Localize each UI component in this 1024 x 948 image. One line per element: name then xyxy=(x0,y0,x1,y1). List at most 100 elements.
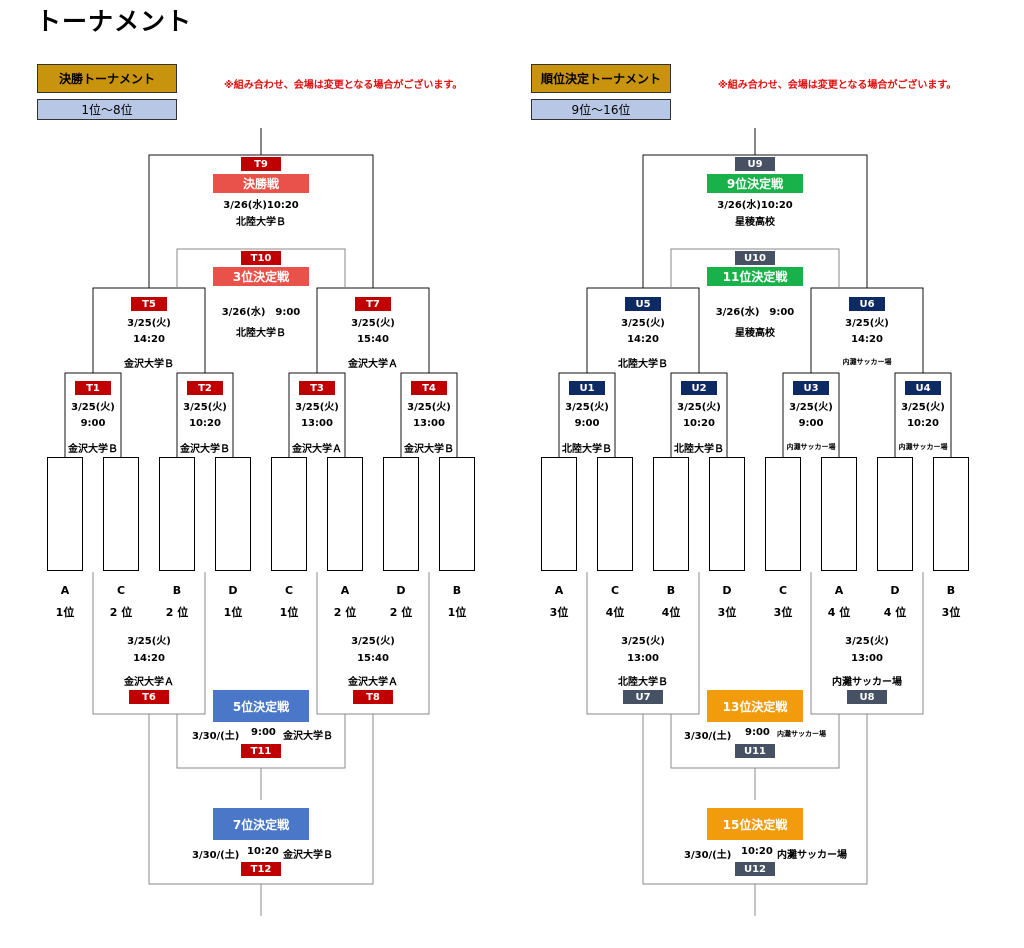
match-venue: 北陸大学Ｂ xyxy=(562,444,612,455)
match-venue: 内灘サッカー場 xyxy=(786,443,836,451)
match-badge: U7 xyxy=(623,690,663,704)
bracket-header: 順位決定トーナメント xyxy=(531,64,671,93)
match-venue: 金沢大学Ａ xyxy=(292,444,342,455)
match-venue: 内灘サッカー場 xyxy=(777,850,847,861)
match-date: 3/26(水) 9:00 xyxy=(715,307,795,318)
seed-group: D xyxy=(890,584,900,597)
team-slot xyxy=(383,457,419,571)
seed-rank: 3位 xyxy=(941,606,961,619)
match-date: 3/25(火) xyxy=(565,402,609,413)
match-badge: T12 xyxy=(241,862,281,876)
match-badge: U1 xyxy=(569,381,605,395)
team-slot xyxy=(765,457,801,571)
match-venue: 北陸大学Ｂ xyxy=(618,677,668,688)
match-date: 3/25(火) xyxy=(71,402,115,413)
match-date: 3/25(火) xyxy=(789,402,833,413)
seed-group: D xyxy=(396,584,406,597)
match-badge: T6 xyxy=(129,690,169,704)
match-date: 3/25(火) xyxy=(845,636,889,647)
seed-group: B xyxy=(666,584,676,597)
seed-group: A xyxy=(60,584,70,597)
place7-label: 15位決定戦 xyxy=(707,808,803,840)
match-venue: 北陸大学Ｂ xyxy=(236,217,286,228)
match-venue: 内灘サッカー場 xyxy=(832,677,902,688)
match-venue: 金沢大学Ｂ xyxy=(283,850,333,861)
final-label: 9位決定戦 xyxy=(707,174,803,193)
seed-group: C xyxy=(116,584,126,597)
seed-rank: 1位 xyxy=(223,606,243,619)
team-slot xyxy=(215,457,251,571)
third-place-label: 3位決定戦 xyxy=(213,267,309,286)
match-date: 3/25(火) xyxy=(351,636,395,647)
match-venue: 北陸大学Ｂ xyxy=(236,328,286,339)
match-date: 3/30/(土) xyxy=(192,850,240,861)
match-time: 13:00 xyxy=(851,653,883,664)
match-badge: U4 xyxy=(905,381,941,395)
team-slot xyxy=(541,457,577,571)
match-date: 3/25(火) xyxy=(621,636,665,647)
seed-rank: 2 位 xyxy=(389,606,413,619)
match-venue: 北陸大学Ｂ xyxy=(674,444,724,455)
match-date: 3/25(火) xyxy=(407,402,451,413)
seed-rank: 1位 xyxy=(279,606,299,619)
seed-group: C xyxy=(284,584,294,597)
match-badge: T1 xyxy=(75,381,111,395)
match-badge: U8 xyxy=(847,690,887,704)
team-slot xyxy=(597,457,633,571)
match-venue: 星稜高校 xyxy=(735,328,775,339)
bracket-subheader: 9位～16位 xyxy=(531,99,671,120)
match-venue: 金沢大学Ａ xyxy=(124,677,174,688)
place5-label: 13位決定戦 xyxy=(707,690,803,722)
match-badge: U12 xyxy=(735,862,775,876)
seed-rank: 2 位 xyxy=(109,606,133,619)
third-place-line xyxy=(670,248,840,288)
seed-rank: 3位 xyxy=(773,606,793,619)
team-slot xyxy=(709,457,745,571)
match-venue: 内灘サッカー場 xyxy=(898,443,948,451)
match-venue: 金沢大学Ｂ xyxy=(404,444,454,455)
match-time: 14:20 xyxy=(627,334,659,345)
bracket-subheader: 1位～8位 xyxy=(37,99,177,120)
match-time: 13:00 xyxy=(413,418,445,429)
match-date: 3/25(火) xyxy=(677,402,721,413)
match-venue: 金沢大学Ｂ xyxy=(68,444,118,455)
match-badge: U10 xyxy=(735,251,775,265)
seed-rank: 1位 xyxy=(447,606,467,619)
match-badge: U5 xyxy=(625,297,661,311)
team-slot xyxy=(821,457,857,571)
team-slot xyxy=(103,457,139,571)
match-badge: T8 xyxy=(353,690,393,704)
match-badge: T7 xyxy=(355,297,391,311)
seed-group: B xyxy=(946,584,956,597)
seed-group: A xyxy=(554,584,564,597)
seed-group: B xyxy=(172,584,182,597)
page-title: トーナメント xyxy=(36,7,193,36)
match-time: 9:00 xyxy=(80,418,106,429)
team-slot xyxy=(653,457,689,571)
team-slot xyxy=(327,457,363,571)
match-date: 3/26(水) 9:00 xyxy=(221,307,301,318)
match-time: 14:20 xyxy=(851,334,883,345)
third-place-label: 11位決定戦 xyxy=(707,267,803,286)
seed-group: D xyxy=(228,584,238,597)
match-date: 3/25(火) xyxy=(127,318,171,329)
seed-rank: 1位 xyxy=(55,606,75,619)
seed-group: A xyxy=(340,584,350,597)
match-badge: T3 xyxy=(299,381,335,395)
match-venue: 金沢大学Ａ xyxy=(348,359,398,370)
team-slot xyxy=(933,457,969,571)
match-badge: T5 xyxy=(131,297,167,311)
seed-group: A xyxy=(834,584,844,597)
match-badge: U2 xyxy=(681,381,717,395)
match-badge: U3 xyxy=(793,381,829,395)
match-date: 3/30/(土) xyxy=(684,731,732,742)
match-venue: 金沢大学Ｂ xyxy=(283,731,333,742)
match-date: 3/25(火) xyxy=(845,318,889,329)
seed-group: B xyxy=(452,584,462,597)
seed-rank: 4 位 xyxy=(827,606,851,619)
match-date: 3/26(水)10:20 xyxy=(717,200,793,211)
match-time: 13:00 xyxy=(627,653,659,664)
team-slot xyxy=(877,457,913,571)
team-slot xyxy=(159,457,195,571)
